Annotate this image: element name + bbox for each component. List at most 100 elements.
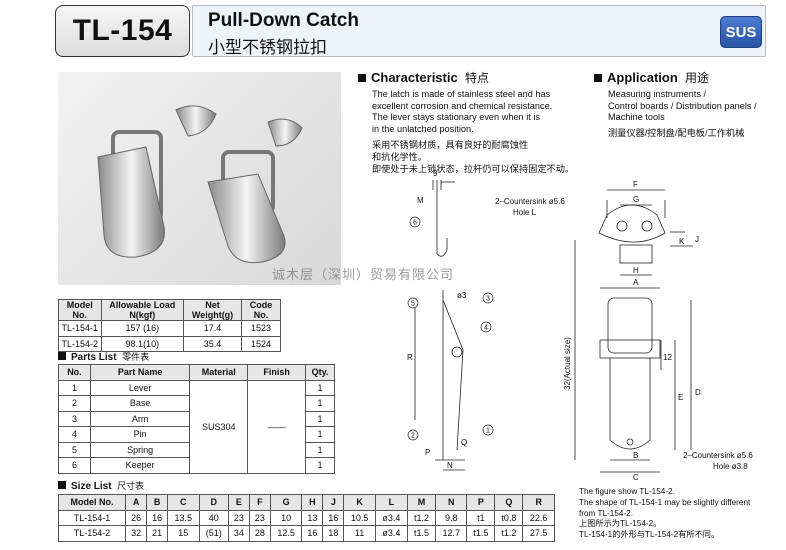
application-heading: Application 用途 [594, 69, 709, 86]
callout-3: 3 [486, 296, 490, 303]
size-cell: t1.2 [407, 509, 436, 526]
model-number: TL-154 [72, 14, 173, 47]
material-cell: SUS304 [189, 379, 249, 474]
col-header: A [125, 494, 148, 511]
col-header: L [374, 494, 409, 511]
callout-6: 6 [413, 220, 417, 227]
col-header: G [269, 494, 303, 511]
col-header: J [322, 494, 345, 511]
actual-size-label: 32(Actual size) [563, 337, 572, 390]
size-cell: 10 [269, 509, 303, 526]
col-header: Code No. [240, 299, 282, 321]
hole-top-label: 2–Countersink ø5.6 [495, 197, 565, 206]
size-cell: 22.6 [522, 509, 555, 526]
size-cell: 12.7 [434, 525, 468, 542]
col-header: C [167, 494, 200, 511]
size-cell: 13.5 [167, 509, 200, 526]
size-cell: 16 [322, 509, 345, 526]
characteristic-heading: Characteristic 特点 [358, 69, 489, 86]
col-header: B [146, 494, 169, 511]
callout-1: 1 [486, 428, 490, 435]
sus-material-badge: SUS [720, 16, 762, 48]
col-header: H [301, 494, 324, 511]
dim-h: H [633, 266, 639, 275]
hole-bot-label: 2–Countersink ø5.6 [683, 451, 753, 460]
bullet-square-icon [594, 74, 602, 82]
col-header: D [198, 494, 229, 511]
size-cell: t1 [466, 509, 496, 526]
size-cell: 23 [248, 509, 271, 526]
callout-2: 2 [411, 433, 415, 440]
size-cell: 23 [227, 509, 250, 526]
size-cell: t1.5 [407, 525, 436, 542]
size-cell: 21 [146, 525, 169, 542]
col-header: M [407, 494, 436, 511]
size-cell: (51) [198, 525, 229, 542]
size-heading: Size List 尺寸表 [58, 479, 144, 492]
finish-cell: ―― [247, 379, 307, 474]
dim-k: K [679, 237, 685, 246]
size-cell: TL-154-1 [57, 509, 127, 526]
size-cell: 11 [343, 525, 376, 542]
bullet-square-icon [58, 352, 66, 360]
col-header: Model No. [58, 299, 102, 321]
size-cell: 16 [301, 525, 324, 542]
dim-b: B [633, 451, 638, 460]
watermark-text: 诚木层（深圳）贸易有限公司 [272, 267, 455, 282]
dim-n: N [447, 461, 453, 470]
dim-a: A [633, 278, 639, 287]
col-header: R [522, 494, 555, 511]
dim-g: G [633, 195, 639, 204]
dim-j: J [695, 235, 699, 244]
dim-q: Q [461, 438, 467, 447]
bullet-square-icon [358, 74, 366, 82]
size-cell: t0.8 [494, 509, 524, 526]
size-cell: 40 [198, 509, 229, 526]
dim-d: D [695, 388, 701, 397]
size-cell: ø3.4 [374, 509, 409, 526]
model-badge: TL-154 [55, 5, 190, 57]
size-cell: 27.5 [522, 525, 555, 542]
col-header: Model No. [57, 494, 127, 511]
figure-note: The figure show TL-154-2. The shape of T… [579, 487, 751, 540]
dim-r: R [407, 353, 413, 362]
col-header: K [343, 494, 376, 511]
col-header: Allowable Load N(kgf) [100, 299, 185, 321]
size-cell: ø3.4 [374, 525, 409, 542]
col-header: E [227, 494, 250, 511]
col-header: Q [494, 494, 524, 511]
title-banner [192, 5, 766, 57]
technical-drawing: 9 M 2–Countersink ø5.6 Hole L F G H J K … [407, 169, 753, 482]
characteristic-text: The latch is made of stainless steel and… [372, 89, 575, 174]
product-title: Pull-Down Catch [208, 10, 359, 31]
col-header: P [466, 494, 496, 511]
size-cell: 34 [227, 525, 250, 542]
size-cell: 26 [125, 509, 148, 526]
bullet-square-icon [58, 481, 66, 489]
dim-m: M [417, 196, 424, 205]
col-header: Net Weight(g) [183, 299, 242, 321]
hole-bot-label2: Hole ø3.8 [713, 462, 748, 471]
product-photo [58, 72, 341, 285]
dim-f: F [633, 180, 638, 189]
callout-4: 4 [484, 325, 488, 332]
size-cell: 13 [301, 509, 324, 526]
size-cell: 28 [248, 525, 271, 542]
size-cell: 32 [125, 525, 148, 542]
dim-12: 12 [663, 353, 672, 362]
size-cell: 18 [322, 525, 345, 542]
size-cell: t1.5 [466, 525, 496, 542]
size-cell: 10.5 [343, 509, 376, 526]
dim-c: C [633, 473, 639, 482]
dim-9: 9 [433, 169, 438, 178]
application-text: Measuring instruments / Control boards /… [608, 89, 757, 138]
